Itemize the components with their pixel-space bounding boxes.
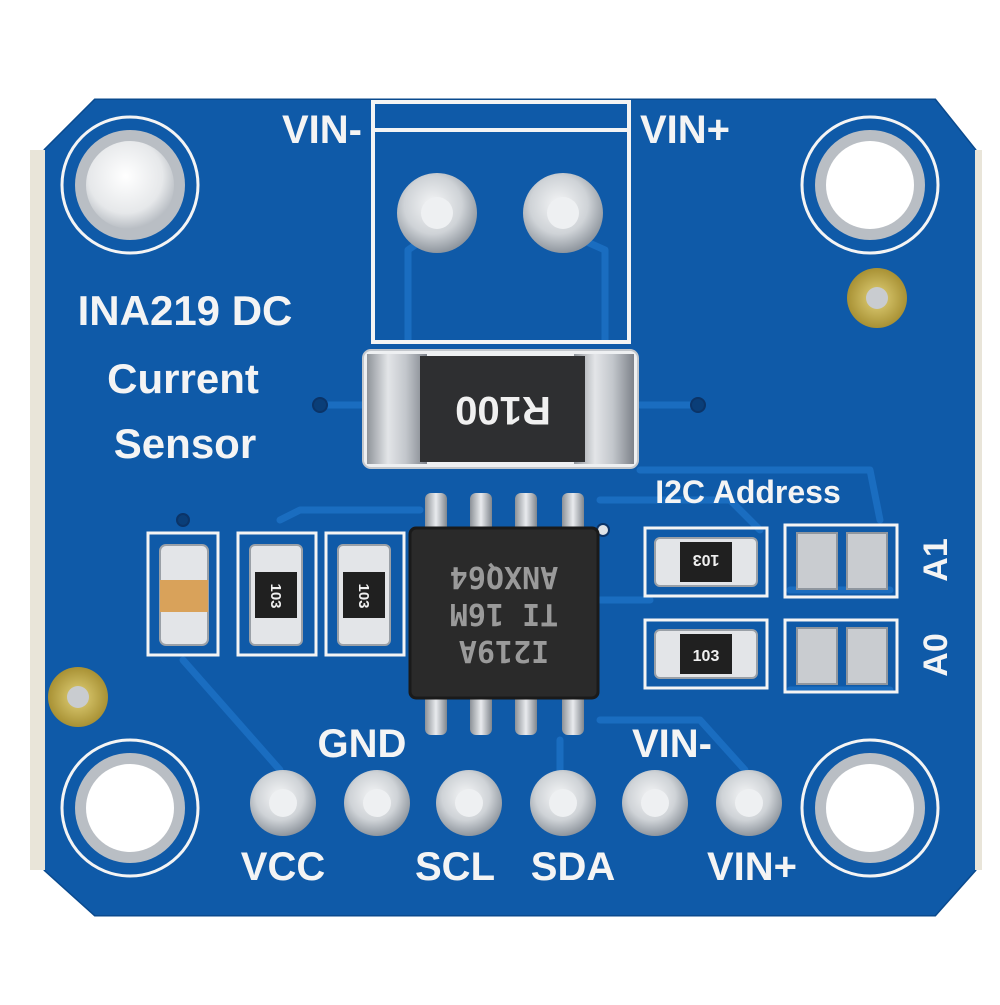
chip-marking-line3: ANXQ64: [450, 559, 558, 594]
label-sda: SDA: [531, 845, 615, 889]
solder-jumper-a0: [796, 627, 888, 685]
header-pin-vin-minus: [622, 770, 688, 836]
mounting-hole-bottom-right: [800, 738, 940, 878]
chip-marking-line1: I219A: [459, 633, 549, 668]
label-vcc: VCC: [241, 845, 325, 889]
board-edge-right: [972, 150, 982, 870]
chip-marking-line2: TI 16M: [450, 596, 558, 631]
header-pin-vcc: [250, 770, 316, 836]
copper-traces: [179, 226, 894, 774]
title-line3: Sensor: [114, 420, 256, 467]
title-line1: INA219 DC: [78, 287, 293, 334]
label-vin-minus-bottom: VIN-: [632, 722, 712, 766]
address-resistor-a0-marking: 103: [693, 648, 720, 665]
terminal-pad-vin-plus: [523, 173, 603, 253]
header-pins: [250, 770, 782, 836]
component-outlines-left: [146, 531, 406, 657]
label-gnd: GND: [318, 722, 407, 766]
label-i2c-address: I2C Address: [655, 474, 841, 510]
header-pin-vin-plus: [716, 770, 782, 836]
resistor-left-1-marking: 103: [267, 583, 284, 608]
mounting-hole-top-right: [800, 115, 940, 255]
title-line2: Current: [107, 355, 259, 402]
resistor-left-1: 103: [249, 544, 303, 646]
test-pad-left: [48, 667, 108, 727]
terminal-block-outline: [371, 100, 631, 344]
label-a0: A0: [917, 633, 955, 676]
label-vin-minus-top: VIN-: [282, 108, 362, 152]
header-pin-gnd: [344, 770, 410, 836]
mounting-hole-bottom-left: [60, 738, 200, 878]
shunt-marking: R100: [455, 388, 551, 432]
ic-pins-bottom: [425, 690, 584, 735]
label-a1: A1: [917, 538, 955, 581]
address-outlines: [643, 523, 899, 694]
header-pin-scl: [436, 770, 502, 836]
capacitor: [159, 544, 209, 646]
shunt-resistor: R100: [362, 349, 639, 469]
vias: [176, 397, 706, 537]
terminal-pad-vin-minus: [397, 173, 477, 253]
address-resistor-a1-marking: 103: [693, 551, 720, 568]
solder-jumper-a1: [796, 532, 888, 590]
label-scl: SCL: [415, 845, 495, 889]
address-resistor-a0: 103: [654, 629, 758, 679]
ina219-chip: I219A TI 16M ANXQ64: [408, 526, 600, 700]
board-edge-left: [30, 150, 48, 870]
resistor-left-2: 103: [337, 544, 391, 646]
label-vin-plus-top: VIN+: [640, 108, 730, 152]
address-resistor-a1: 103: [654, 537, 758, 587]
label-vin-plus-bottom: VIN+: [707, 845, 797, 889]
mounting-hole-top-left: [60, 115, 200, 255]
test-pad-right: [847, 268, 907, 328]
header-pin-sda: [530, 770, 596, 836]
resistor-left-2-marking: 103: [355, 583, 372, 608]
